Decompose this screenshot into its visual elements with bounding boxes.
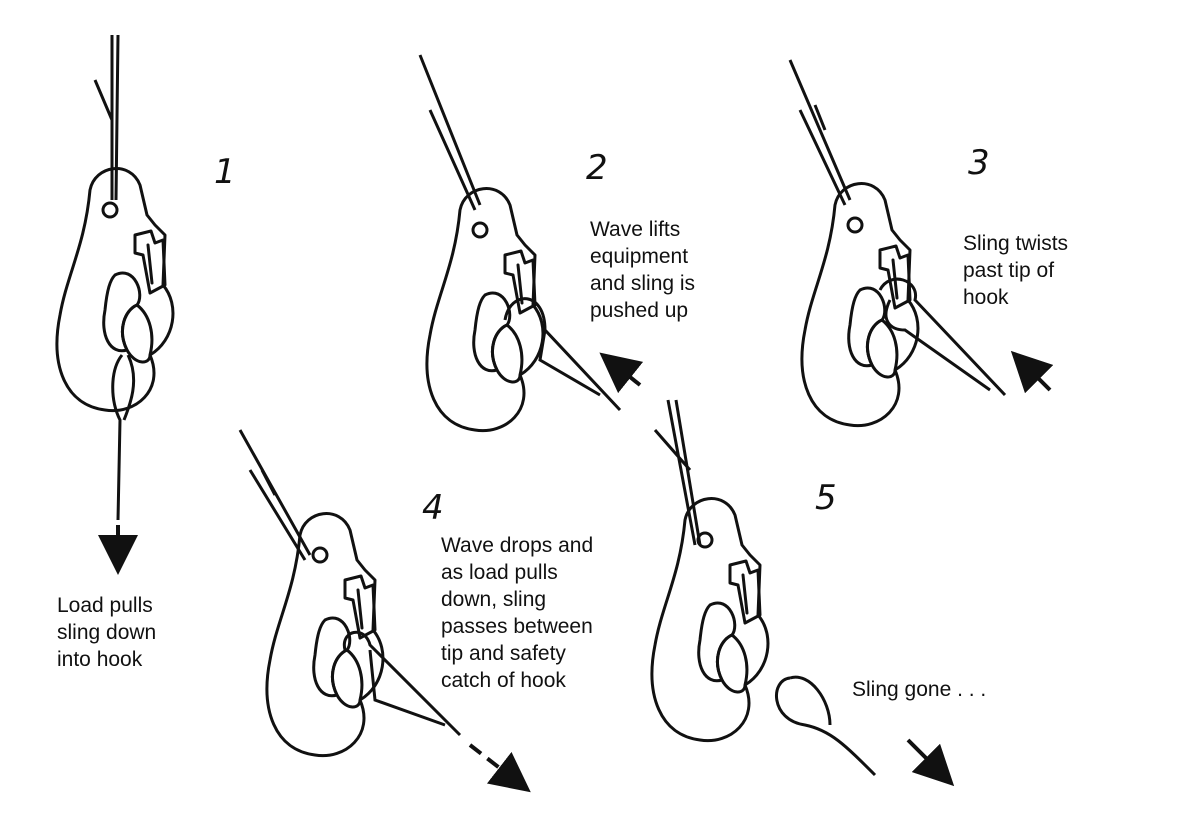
caption-line: Sling twists	[963, 232, 1069, 255]
step-number-4: 4	[422, 488, 444, 528]
step-number-1: 1	[214, 152, 236, 192]
caption-line: passes between	[441, 615, 593, 638]
sling-step-4	[342, 630, 462, 737]
caption-line: catch of hook	[441, 669, 566, 692]
hook-step-2	[418, 54, 644, 433]
caption-line: tip and safety	[441, 642, 566, 665]
arrow-up-left-icon	[599, 352, 644, 394]
caption-line: pushed up	[590, 299, 689, 322]
caption-line: hook	[963, 286, 1009, 309]
hook-step-5	[650, 399, 955, 787]
step-caption-1: Load pulls sling down into hook	[57, 592, 156, 673]
hook-step-1	[55, 34, 175, 575]
caption-line: and sling is	[590, 272, 696, 295]
caption-line: down, sling	[441, 588, 547, 611]
caption-line: Wave lifts	[590, 218, 681, 241]
caption-line: sling down	[57, 621, 157, 644]
caption-line: past tip of	[963, 259, 1055, 282]
caption-line: Load pulls	[57, 594, 153, 617]
caption-line: equipment	[590, 245, 689, 268]
sling-rope-1	[93, 34, 120, 201]
arrow-down-right-icon	[906, 738, 955, 787]
hook-step-4	[238, 429, 531, 793]
caption-line: into hook	[57, 648, 143, 671]
step-caption-3: Sling twists past tip of hook	[963, 230, 1068, 311]
caption-line: Sling gone . . .	[852, 678, 987, 701]
caption-line: Wave drops and	[441, 534, 594, 557]
step-caption-5: Sling gone . . .	[852, 676, 986, 703]
step-number-3: 3	[968, 143, 990, 183]
caption-line: as load pulls	[441, 561, 558, 584]
sling-step-2	[503, 297, 622, 412]
loose-sling	[775, 675, 877, 777]
step-caption-2: Wave lifts equipment and sling is pushed…	[590, 216, 695, 324]
step-caption-4: Wave drops and as load pulls down, sling…	[441, 532, 593, 694]
hook-step-3	[788, 59, 1054, 428]
sling-step-3	[878, 277, 1007, 397]
arrow-down-right-icon	[468, 743, 531, 793]
step-number-2: 2	[586, 148, 608, 188]
arrow-up-left-icon	[1010, 350, 1054, 394]
sling-step-1	[111, 354, 136, 521]
step-number-5: 5	[815, 478, 837, 518]
